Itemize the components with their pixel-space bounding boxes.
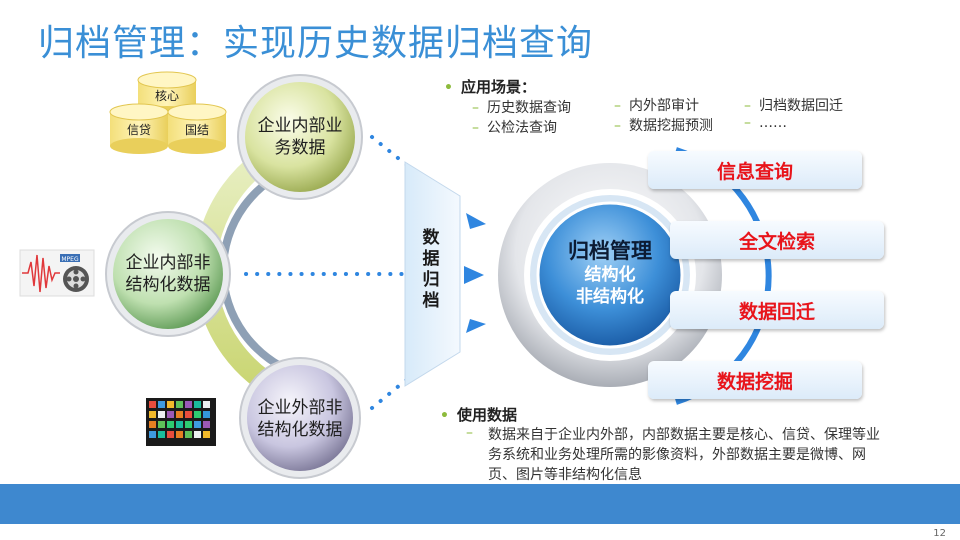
center-line-unstructured: 非结构化	[576, 287, 644, 307]
database-credit	[109, 103, 169, 154]
source-circle-external-unstructured	[247, 365, 353, 471]
source-label-internal-business: 企业内部业 务数据	[257, 116, 343, 158]
scenario-item: –归档数据回迁	[744, 98, 843, 114]
source-circle-internal-unstructured	[113, 219, 223, 329]
usage-heading: •使用数据	[440, 406, 517, 424]
scenario-item: –数据挖掘预测	[614, 118, 713, 134]
source-circle-internal-business	[245, 82, 355, 192]
scenario-item: –历史数据查询	[472, 100, 571, 116]
source-label-internal-unstructured: 企业内部非 结构化数据	[125, 253, 211, 295]
bullet-icon: •	[444, 80, 453, 96]
usage-description: – 数据来自于企业内外部，内部数据主要是核心、信贷、保理等业务系统和业务处理所需…	[466, 425, 886, 485]
media-icon: MPEG	[19, 249, 95, 297]
database-label-core: 核心	[155, 89, 179, 103]
database-label-credit: 信贷	[127, 123, 151, 137]
function-info-query: 信息查询	[648, 151, 862, 189]
dash-icon: –	[466, 425, 473, 441]
archive-funnel	[404, 161, 461, 387]
scenario-item: –公检法查询	[472, 120, 557, 136]
app-grid-icon	[146, 398, 216, 446]
center-line-structured: 结构化	[584, 265, 636, 285]
bullet-icon: •	[440, 408, 449, 424]
scenario-item: –……	[744, 115, 787, 131]
center-label: 归档管理 结构化 非结构化	[540, 238, 680, 308]
page-title: 归档管理：实现历史数据归档查询	[38, 23, 594, 64]
database-label-intl: 国结	[185, 123, 209, 137]
media-badge: MPEG	[61, 256, 79, 263]
database-intl	[167, 103, 227, 154]
footer-bar	[0, 484, 960, 524]
function-data-restore: 数据回迁	[670, 291, 884, 329]
scenario-item: –内外部审计	[614, 98, 699, 114]
center-circle	[536, 201, 684, 349]
usage-text: 数据来自于企业内外部，内部数据主要是核心、信贷、保理等业务系统和业务处理所需的影…	[488, 427, 880, 483]
source-label-external-unstructured: 企业外部非 结构化数据	[257, 398, 343, 440]
arrow-head-top	[466, 213, 486, 229]
arrow-head-bottom	[466, 319, 486, 333]
archive-label: 数 据 归 档	[422, 228, 440, 311]
arrow-head-middle	[464, 266, 484, 284]
scenarios-heading: •应用场景：	[444, 78, 536, 96]
center-title: 归档管理	[568, 239, 652, 263]
function-data-mining: 数据挖掘	[648, 361, 862, 399]
function-fulltext-search: 全文检索	[670, 221, 884, 259]
page-number: 12	[933, 528, 946, 539]
